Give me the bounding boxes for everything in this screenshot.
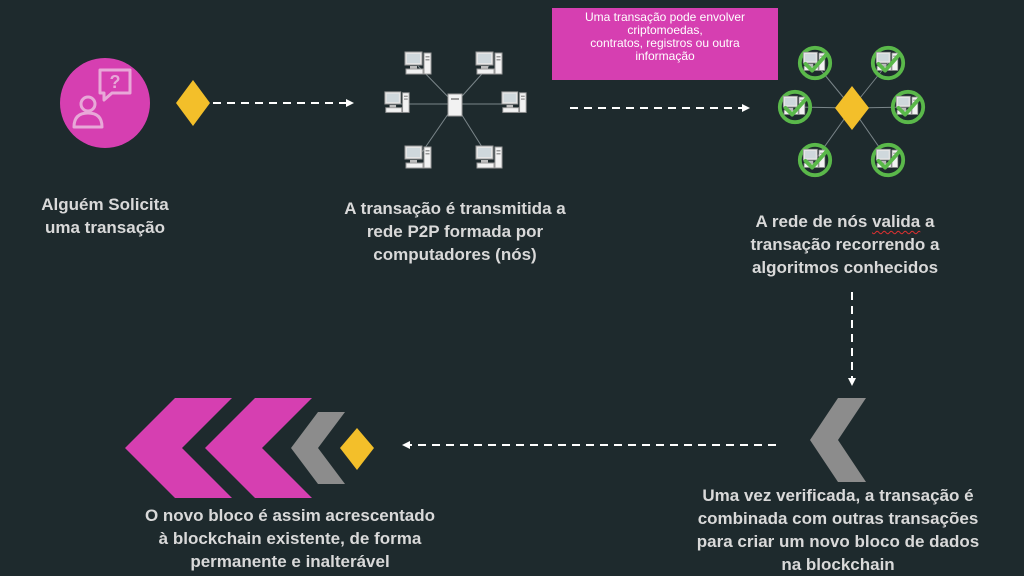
validate-emphasis: valida	[872, 212, 921, 231]
validated-network-icon	[780, 48, 923, 175]
broadcast-caption: A transação é transmitida a rede P2P for…	[344, 199, 566, 264]
validate-caption-line2: transação recorrendo a	[750, 235, 940, 254]
gray-chevron-icon	[810, 398, 866, 482]
chevron-blocks-icon	[125, 398, 374, 498]
p2p-network-icon	[384, 51, 527, 169]
diamond-token-icon	[176, 80, 210, 126]
validate-caption-line1: A rede de nós valida a	[755, 212, 935, 231]
validate-caption: A rede de nós valida a transação recorre…	[720, 210, 970, 279]
svg-text:?: ?	[110, 72, 121, 92]
combine-caption: Uma vez verificada, a transação é combin…	[696, 486, 980, 574]
validate-caption-line3: algoritmos conhecidos	[751, 258, 939, 277]
person-question-icon: ?	[60, 58, 150, 148]
request-caption: Alguém Solicita uma transação	[41, 195, 169, 237]
append-caption: O novo bloco é assim acrescentado à bloc…	[144, 506, 436, 571]
transaction-types-note: Uma transação pode envolver criptomoedas…	[552, 8, 778, 80]
